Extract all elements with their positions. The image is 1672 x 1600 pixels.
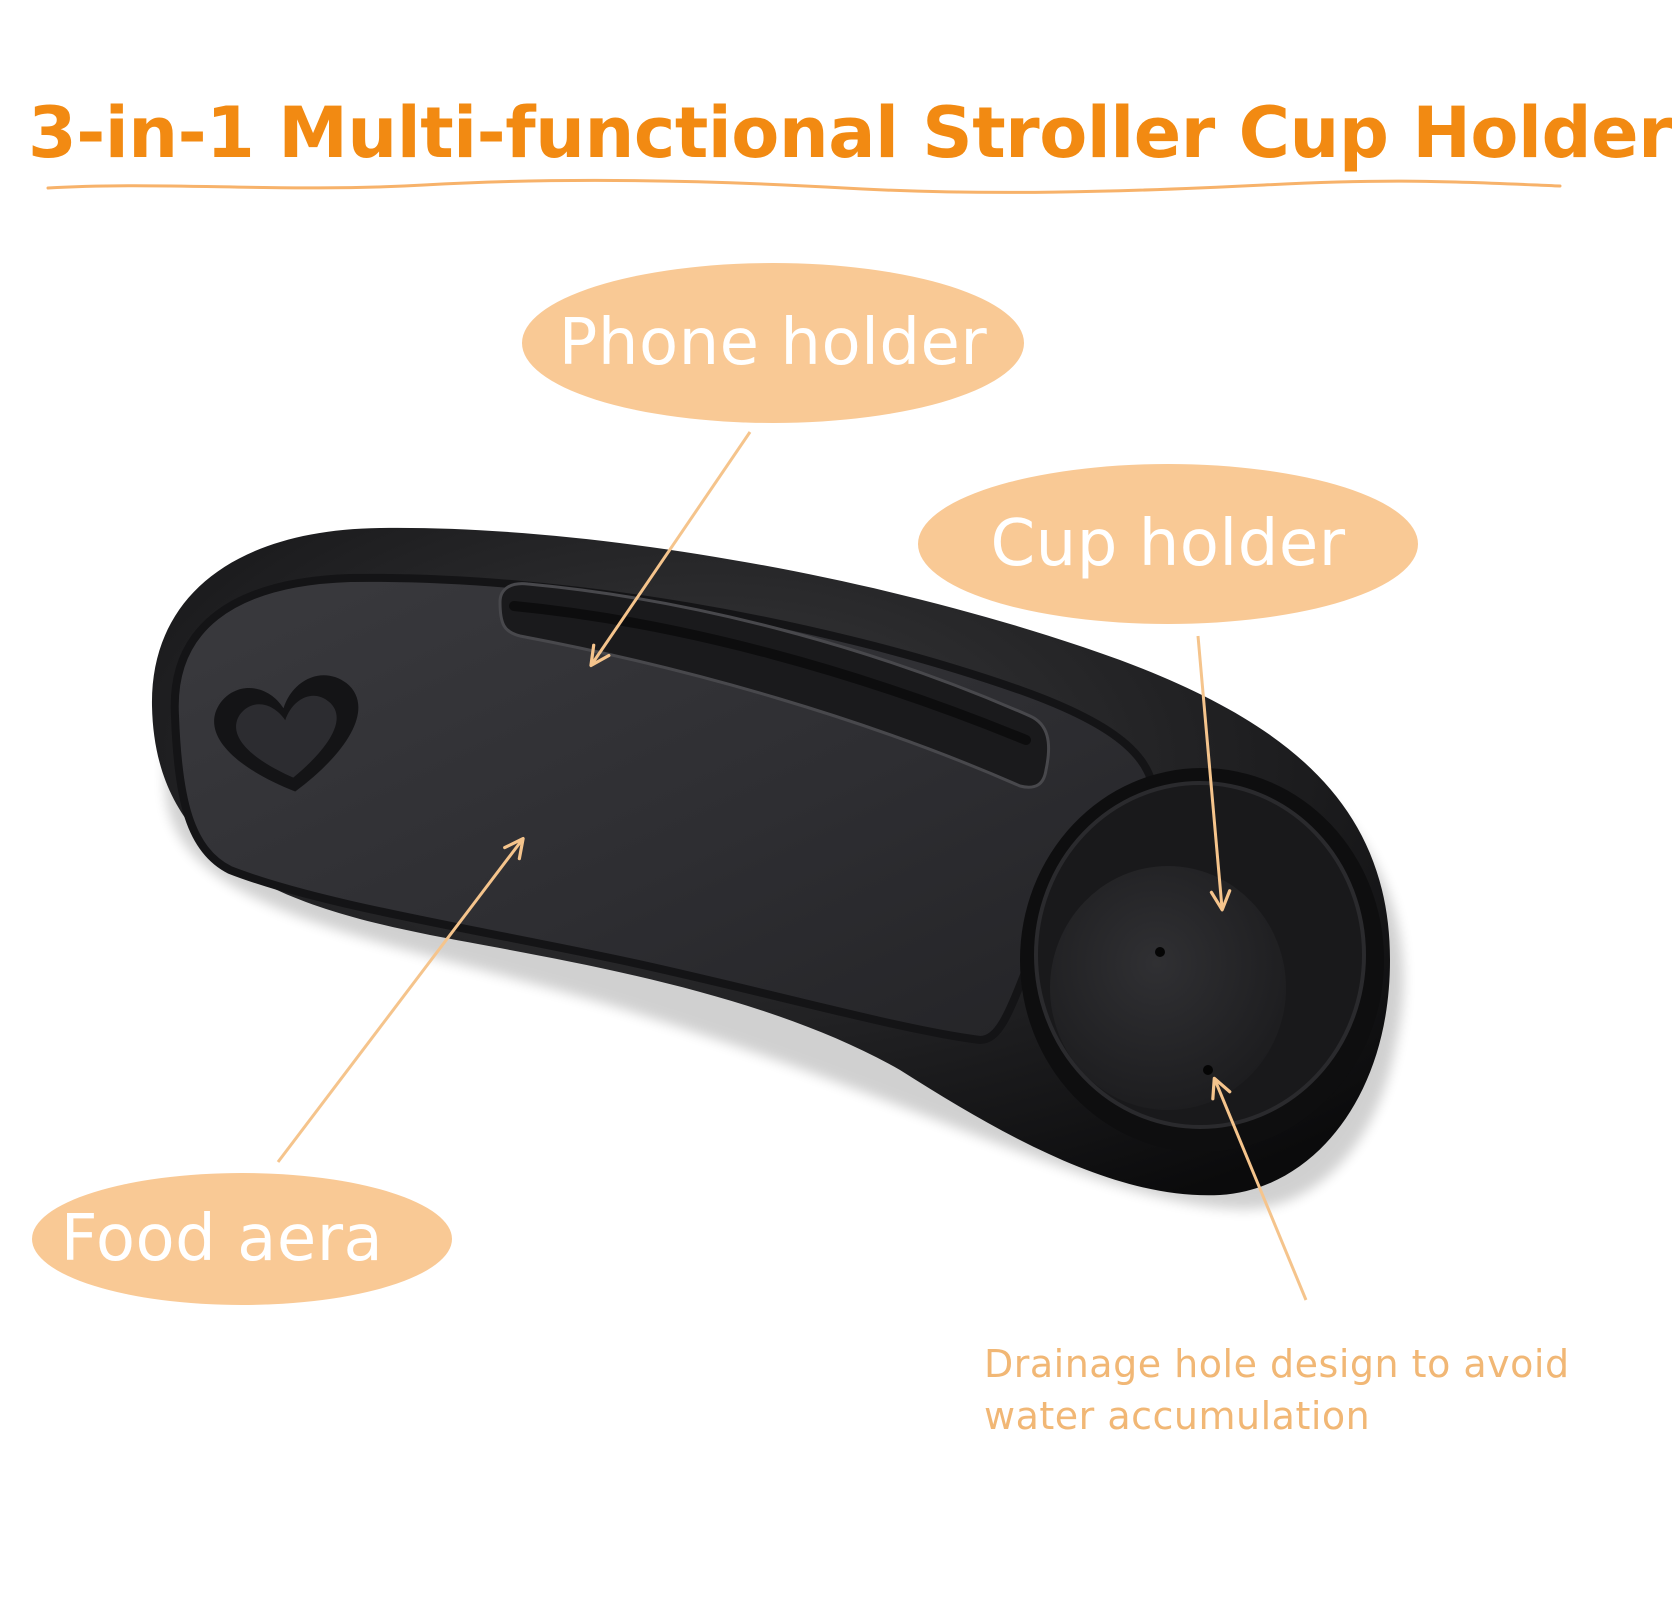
drainage-note-line-2: water accumulation xyxy=(984,1394,1371,1438)
phone-arrow xyxy=(589,431,752,668)
phone-holder-label: Phone holder xyxy=(558,306,988,380)
phone-slot xyxy=(498,582,1051,789)
stroller-tray-image xyxy=(151,431,1404,1301)
food-area-label: Food aera xyxy=(60,1202,384,1276)
cup-arrow xyxy=(1196,635,1232,912)
cup-holder-callout: Cup holder xyxy=(918,464,1418,624)
page-title: 3-in-1 Multi-functional Stroller Cup Hol… xyxy=(28,92,1672,174)
product-infographic: 3-in-1 Multi-functional Stroller Cup Hol… xyxy=(28,92,1672,1442)
phone-holder-callout: Phone holder xyxy=(522,263,1024,423)
cup-holder-ring xyxy=(1020,768,1384,1152)
drain-arrow xyxy=(1211,1076,1308,1301)
drainage-note-line-1: Drainage hole design to avoid xyxy=(984,1342,1570,1386)
cup-holder-label: Cup holder xyxy=(990,507,1346,581)
drainage-hole xyxy=(1155,947,1165,957)
food-arrow xyxy=(276,836,525,1163)
food-area-callout: Food aera xyxy=(32,1173,452,1305)
drainage-note: Drainage hole design to avoid water accu… xyxy=(984,1338,1594,1442)
title-underline xyxy=(46,178,1562,194)
heart-emboss xyxy=(214,675,359,792)
drainage-hole xyxy=(1203,1065,1213,1075)
